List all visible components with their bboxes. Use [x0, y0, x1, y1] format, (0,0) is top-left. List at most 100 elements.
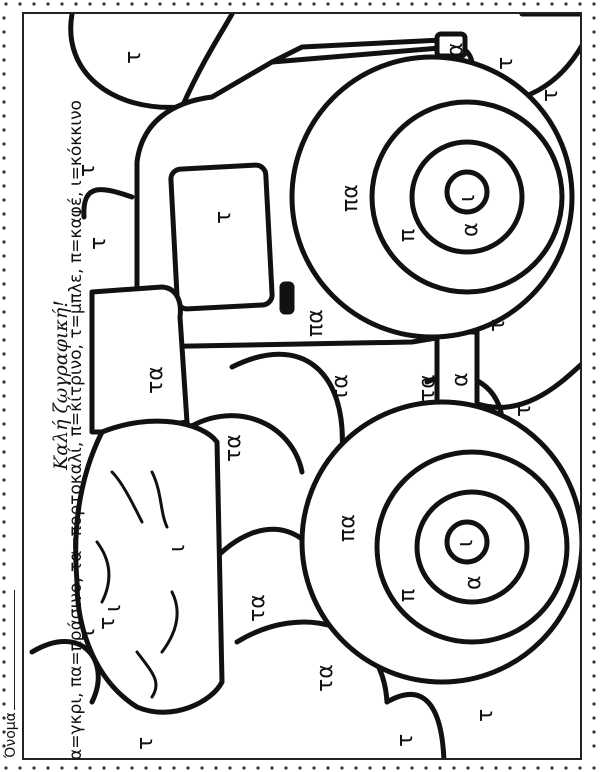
border-dot [2, 464, 6, 468]
border-dot [382, 2, 386, 6]
border-dot [2, 576, 6, 580]
border-dot [32, 766, 36, 770]
region-label: π [395, 589, 420, 602]
border-dot [424, 766, 428, 770]
border-dot [2, 660, 6, 664]
border-dot [2, 296, 6, 300]
border-dot [592, 380, 596, 384]
border-dot [270, 2, 274, 6]
hill-shape [81, 187, 135, 220]
color-legend: α=γκρι, πα=πράσινο, τα=πορτοκαλί, π=κίτρ… [66, 100, 86, 760]
cloud-shape [469, 362, 580, 410]
region-label: π [395, 229, 420, 242]
border-dot [2, 744, 6, 748]
border-dot [536, 2, 540, 6]
border-dot [102, 766, 106, 770]
region-label: ι [455, 195, 480, 202]
border-dot [2, 604, 6, 608]
border-dot [410, 766, 414, 770]
border-dot [592, 478, 596, 482]
border-dot [508, 2, 512, 6]
region-label: τ [211, 211, 236, 224]
region-label: τ [473, 709, 498, 722]
region-label: τα [415, 374, 440, 402]
border-dot [2, 534, 6, 538]
border-dot [172, 2, 176, 6]
border-dot [2, 646, 6, 650]
border-dot [592, 394, 596, 398]
region-label: τ [485, 319, 510, 332]
border-dot [2, 450, 6, 454]
region-label: ι [101, 605, 126, 612]
border-dot [494, 2, 498, 6]
border-dot [46, 766, 50, 770]
region-label: α [443, 42, 468, 57]
border-dot [256, 2, 260, 6]
border-dot [2, 268, 6, 272]
region-label: τ [95, 617, 120, 630]
border-dot [214, 766, 218, 770]
region-label: πα [303, 309, 328, 337]
border-dot [592, 198, 596, 202]
border-dot [144, 2, 148, 6]
border-dot [2, 562, 6, 566]
border-dot [2, 506, 6, 510]
border-dot [88, 2, 92, 6]
region-label: τ [133, 737, 158, 750]
border-dot [368, 766, 372, 770]
border-dot [60, 766, 64, 770]
border-dot [2, 478, 6, 482]
border-dot [410, 2, 414, 6]
border-dot [494, 766, 498, 770]
border-dot [284, 766, 288, 770]
border-dot [18, 766, 22, 770]
border-dot [592, 352, 596, 356]
border-dot [298, 2, 302, 6]
border-dot [592, 30, 596, 34]
border-dot [242, 766, 246, 770]
border-dot [298, 766, 302, 770]
border-dot [2, 702, 6, 706]
border-dot [2, 226, 6, 230]
border-dot [592, 16, 596, 20]
border-dot [480, 2, 484, 6]
border-dot [2, 184, 6, 188]
border-dot [592, 240, 596, 244]
border-dot [592, 618, 596, 622]
border-dot [592, 72, 596, 76]
region-label: τα [328, 374, 353, 402]
border-dot [592, 744, 596, 748]
border-dot [592, 114, 596, 118]
border-dot [60, 2, 64, 6]
border-dot [452, 2, 456, 6]
border-dot [592, 766, 596, 770]
border-dot [102, 2, 106, 6]
region-label: τ [493, 57, 518, 70]
border-dot [214, 2, 218, 6]
border-dot [144, 766, 148, 770]
border-dot [592, 254, 596, 258]
border-dot [592, 170, 596, 174]
border-dot [4, 766, 8, 770]
coloring-drawing: τ τ τ τ τ τ τ τ τ τ τ τ τ πα α α πα π α … [29, 14, 580, 758]
door-handle [279, 281, 295, 315]
border-dot [592, 100, 596, 104]
border-dot [2, 254, 6, 258]
border-dot [592, 2, 596, 6]
border-dot [480, 766, 484, 770]
border-dot [592, 128, 596, 132]
region-label: α [458, 222, 483, 237]
border-dot [438, 766, 442, 770]
border-dot [116, 2, 120, 6]
border-dot [592, 464, 596, 468]
border-dot [592, 492, 596, 496]
border-dot [2, 380, 6, 384]
border-dot [592, 310, 596, 314]
border-dot [592, 450, 596, 454]
region-label: τα [143, 366, 168, 394]
border-dot [32, 2, 36, 6]
border-dot [158, 766, 162, 770]
cab-window [168, 162, 275, 312]
region-label: τα [313, 664, 338, 692]
border-dot [592, 58, 596, 62]
